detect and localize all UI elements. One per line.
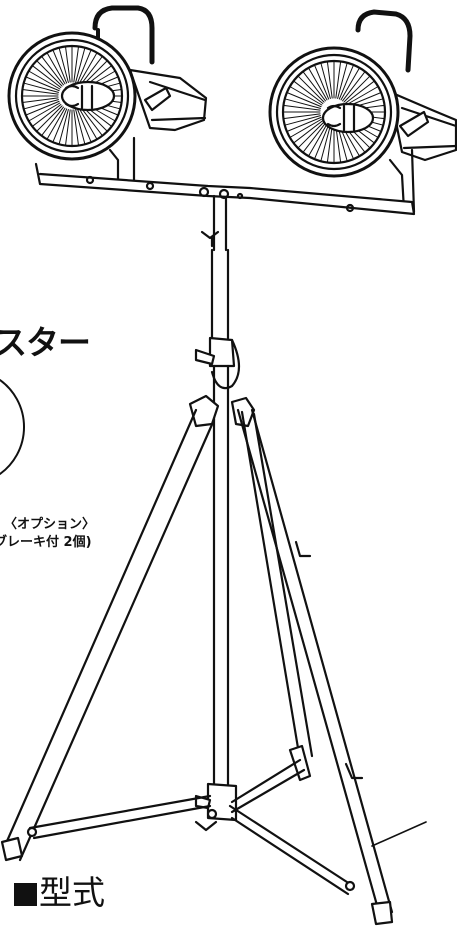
left-lamp xyxy=(7,5,208,186)
option-detail: ブレーキ付 2個) xyxy=(0,535,92,550)
option-label: 〈オプション〉 xyxy=(4,517,96,532)
caster-heading: スター xyxy=(0,323,91,362)
model-square-icon xyxy=(14,883,37,906)
right-lamp xyxy=(268,9,457,214)
model-label: 型式 xyxy=(14,866,105,914)
model-label-text: 型式 xyxy=(39,873,105,912)
legs xyxy=(0,394,394,926)
crossbar xyxy=(34,162,416,216)
mast xyxy=(194,194,241,832)
caster-circle-arc xyxy=(0,379,26,475)
braces xyxy=(26,758,356,896)
